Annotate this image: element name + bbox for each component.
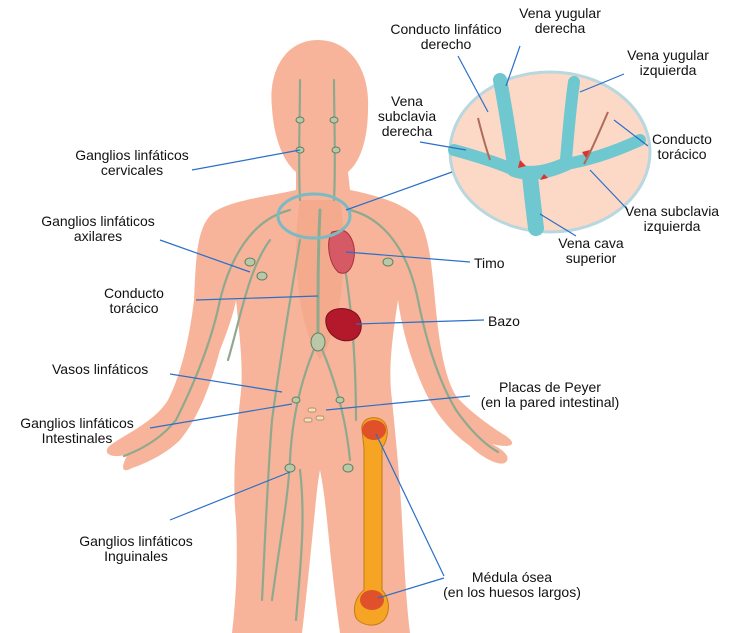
- peyer-patch: [304, 418, 312, 422]
- cisterna-chyli: [311, 333, 325, 351]
- leader-inset-pointer: [346, 172, 452, 210]
- peyer-patch: [308, 408, 316, 412]
- neck-vessel-right: [334, 80, 335, 200]
- superior-vena-cava: [530, 176, 536, 228]
- axillary-node: [383, 258, 393, 266]
- label-medula-osea: Médula ósea (en los huesos largos): [428, 570, 596, 600]
- axillary-node: [245, 258, 255, 266]
- label-timo: Timo: [474, 256, 505, 271]
- label-vena-cava-superior: Vena cava superior: [552, 236, 630, 266]
- label-conducto-linfatico-derecho: Conducto linfático derecho: [376, 22, 516, 52]
- cervical-node: [296, 117, 304, 123]
- marrow-top: [362, 420, 386, 440]
- marrow-bottom: [360, 590, 384, 610]
- label-bazo: Bazo: [488, 314, 520, 329]
- leader-cervicales: [192, 150, 300, 170]
- label-vasos-linfaticos: Vasos linfáticos: [52, 362, 148, 377]
- axillary-node: [257, 272, 267, 280]
- label-ganglios-inguinales: Ganglios linfáticos Inguinales: [64, 534, 208, 564]
- inguinal-node: [285, 464, 295, 472]
- label-vena-yugular-derecha: Vena yugular derecha: [508, 6, 612, 36]
- inguinal-node: [343, 464, 353, 472]
- intestinal-node: [292, 397, 300, 403]
- label-ganglios-intestinales: Ganglios linfáticos Intestinales: [4, 416, 150, 446]
- label-conducto-toracico-inset: Conducto torácico: [644, 132, 720, 162]
- peyer-patch: [316, 416, 324, 420]
- label-conducto-toracico: Conducto torácico: [98, 286, 170, 316]
- cervical-node: [330, 117, 338, 123]
- neck-vessel-left: [299, 80, 300, 200]
- left-jugular-vein: [566, 82, 574, 160]
- label-vena-yugular-izquierda: Vena yugular izquierda: [616, 48, 720, 78]
- intestinal-node: [336, 397, 344, 403]
- label-ganglios-cervicales: Ganglios linfáticos cervicales: [70, 148, 194, 178]
- label-vena-subclavia-derecha: Vena subclavia derecha: [372, 94, 442, 139]
- label-vena-subclavia-izquierda: Vena subclavia izquierda: [612, 204, 732, 234]
- label-ganglios-axilares: Ganglios linfáticos axilares: [36, 214, 160, 244]
- label-placas-de-peyer: Placas de Peyer (en la pared intestinal): [468, 380, 632, 410]
- cervical-node: [332, 147, 340, 153]
